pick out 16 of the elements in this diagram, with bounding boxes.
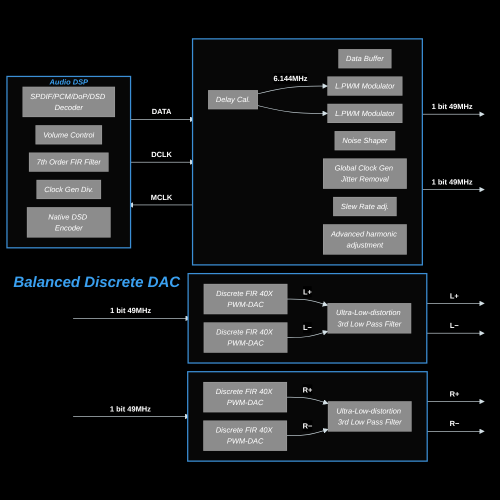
cluster — [188, 272, 428, 364]
arrow — [426, 300, 485, 306]
arrow — [422, 111, 485, 117]
arrow — [286, 298, 328, 306]
cluster — [192, 38, 423, 266]
arrow — [286, 330, 328, 338]
cluster — [187, 371, 428, 462]
arrow — [426, 398, 485, 404]
arrow — [426, 330, 485, 336]
arrow — [422, 186, 485, 192]
arrow — [426, 428, 485, 434]
section-heading: Balanced Discrete DAC — [13, 274, 180, 292]
arrow — [257, 105, 328, 116]
arrow — [257, 83, 328, 94]
arrow — [286, 396, 328, 405]
arrow — [286, 428, 328, 436]
